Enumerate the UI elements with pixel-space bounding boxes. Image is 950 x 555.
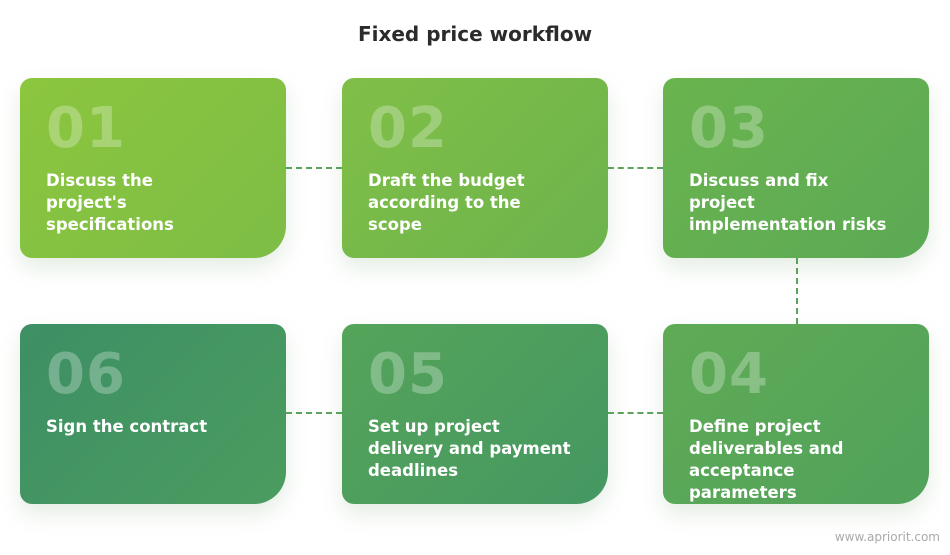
step-card-04: 04 Define project deliverables and accep… [663,324,929,504]
step-text: Set up project delivery and payment dead… [368,417,571,480]
step-text: Define project deliverables and acceptan… [689,417,844,502]
step-text: Discuss and fix project implementation r… [689,171,887,234]
step-number: 04 [689,342,769,407]
step-number: 06 [46,342,126,407]
connector-04-05 [608,412,663,414]
step-number: 02 [368,96,448,161]
watermark: www.apriorit.com [834,530,940,544]
connector-05-06 [286,412,342,414]
step-card-05: 05 Set up project delivery and payment d… [342,324,608,504]
step-number: 03 [689,96,769,161]
step-card-06: 06 Sign the contract [20,324,286,504]
step-card-02: 02 Draft the budget according to the sco… [342,78,608,258]
step-card-03: 03 Discuss and fix project implementatio… [663,78,929,258]
step-text: Sign the contract [46,417,208,436]
step-text: Discuss the project's specifications [46,171,174,234]
connector-02-03 [608,167,663,169]
step-card-01: 01 Discuss the project's specifications [20,78,286,258]
connector-01-02 [286,167,342,169]
diagram-title: Fixed price workflow [357,22,593,46]
step-number: 05 [368,342,448,407]
connector-03-04 [796,258,798,324]
step-text: Draft the budget according to the scope [368,171,525,234]
step-number: 01 [46,96,126,161]
